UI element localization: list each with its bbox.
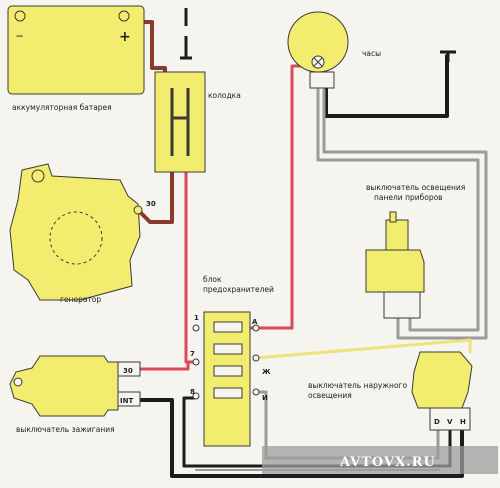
fuse-terminal-i: И (262, 394, 268, 402)
wire-red-clock (244, 64, 308, 330)
battery-plus-label: + (119, 29, 131, 45)
ext-terminal-d: D (434, 418, 440, 426)
ext-terminal-h: H (460, 418, 466, 426)
generator-30-label: 30 (146, 200, 156, 208)
battery-terminal-minus (14, 10, 26, 22)
generator (9, 163, 143, 301)
wire-yellow-fuse-zh (254, 338, 472, 360)
fuse-block (192, 311, 260, 447)
wire-gray-clock-panel-2 (322, 88, 488, 340)
fuse-block-body (203, 311, 251, 447)
connector-body (154, 71, 206, 173)
connector-block (154, 71, 206, 173)
clock (287, 11, 349, 89)
fuse-block-label-1: блок (203, 275, 222, 284)
fuse-terminal-7: 7 (190, 350, 195, 358)
battery-body (7, 5, 145, 95)
wire-gray-clock-panel-1 (316, 88, 480, 332)
fuse-block-label-2: предохранителей (203, 285, 274, 294)
ground-symbol-1 (180, 8, 192, 60)
fuse-terminal-8: 8 (190, 388, 195, 396)
clock-label: часы (362, 49, 381, 58)
battery-label: аккумуляторная батарея (12, 103, 112, 112)
fuse-terminal-a: А (252, 318, 258, 326)
ignition-30-label: 30 (123, 367, 133, 375)
generator-label: генератор (60, 295, 101, 304)
wire-red-fuse-7 (184, 170, 198, 364)
battery: — + (7, 5, 145, 95)
panel-switch-body (365, 249, 425, 293)
ignition-switch (9, 355, 141, 417)
wire-brown-generator (136, 146, 174, 224)
fuse-terminal-1: 1 (194, 314, 199, 322)
ext-switch-body (411, 351, 473, 409)
panel-light-switch (365, 211, 425, 319)
panel-switch-label-2: панели приборов (374, 193, 443, 202)
ignition-int-label: INT (120, 397, 133, 405)
ignition-label: выключатель зажигания (16, 425, 115, 434)
watermark: AVTOVX.RU (339, 455, 436, 470)
watermark-band (262, 446, 498, 474)
generator-body (9, 163, 141, 301)
wire-red-ignition-30 (136, 360, 190, 371)
exterior-light-switch (411, 351, 473, 431)
ext-terminal-v: V (447, 418, 453, 426)
ignition-body (9, 355, 119, 417)
battery-terminal-plus (118, 10, 130, 22)
ground-symbol-2 (440, 50, 456, 62)
connector-label: колодка (208, 91, 241, 100)
ext-switch-label-2: освещения (308, 391, 352, 400)
panel-switch-label-1: выключатель освещения (366, 183, 465, 192)
battery-minus-label: — (16, 32, 23, 40)
wire-black-clock-ground (324, 54, 449, 118)
ext-switch-label-1: выключатель наружного (308, 381, 407, 390)
fuse-terminal-zh: Ж (262, 368, 271, 376)
